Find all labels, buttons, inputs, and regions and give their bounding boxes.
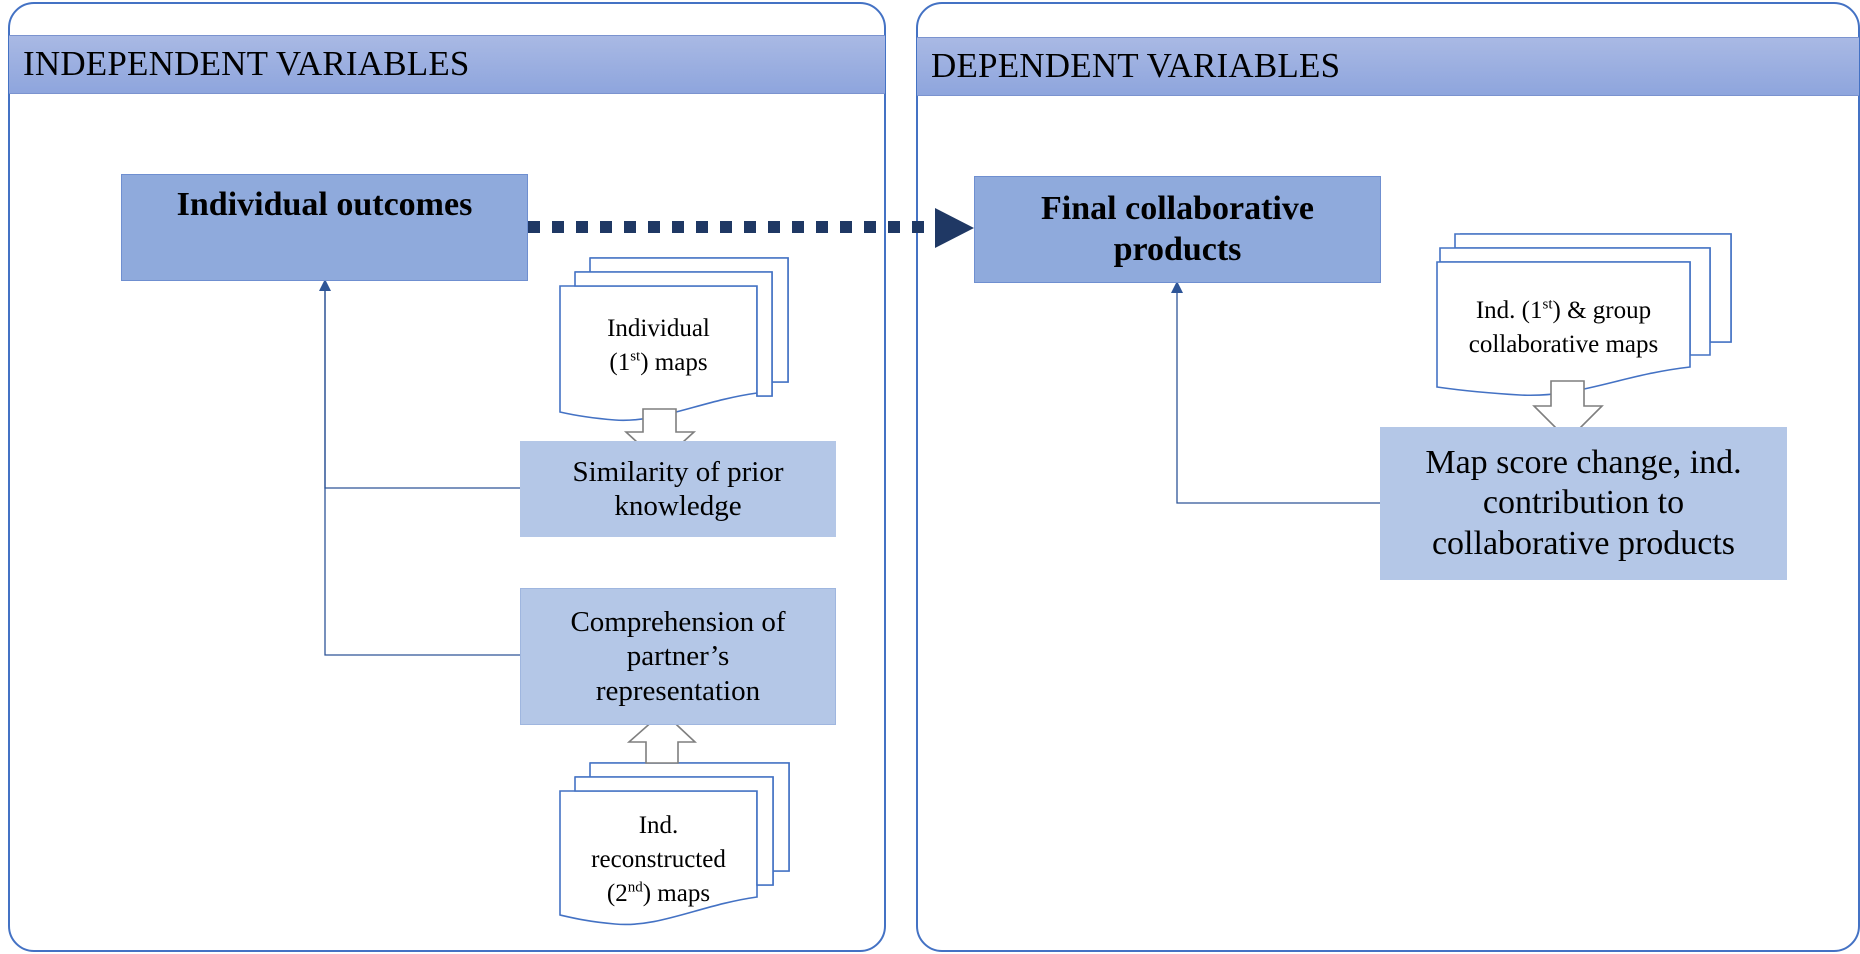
- similarity-to-outcomes-connector: [324, 290, 520, 489]
- individual-outcomes-box: Individual outcomes: [121, 174, 528, 281]
- individual-outcomes-label: Individual outcomes: [176, 186, 473, 223]
- map-score-label: Map score change, ind. contribution to c…: [1425, 444, 1742, 562]
- dependent-variables-header: DEPENDENT VARIABLES: [917, 37, 1859, 96]
- final-products-label: Final collaborative products: [1041, 190, 1314, 268]
- map-score-to-products-connector: [1176, 292, 1380, 504]
- independent-variables-title: INDEPENDENT VARIABLES: [23, 44, 470, 83]
- group-maps-line2: collaborative maps: [1468, 331, 1659, 358]
- reconstructed-maps-document-icon: [559, 762, 790, 926]
- outcomes-arrow-head: [319, 279, 331, 291]
- reconstructed-maps-line3: (2nd) maps: [606, 879, 711, 907]
- reconstructed-maps-line1: Ind.: [638, 812, 679, 840]
- independent-variables-header: INDEPENDENT VARIABLES: [9, 35, 885, 94]
- map-score-box: Map score change, ind. contribution to c…: [1380, 427, 1787, 580]
- comprehension-box: Comprehension of partner’s representatio…: [520, 588, 836, 725]
- individual-maps-line1: Individual: [607, 315, 710, 343]
- final-products-box: Final collaborative products: [974, 176, 1381, 283]
- products-arrow-head: [1171, 281, 1183, 293]
- dependent-variables-title: DEPENDENT VARIABLES: [931, 46, 1341, 85]
- individual-maps-label: Individual (1st) maps: [560, 306, 757, 386]
- dotted-arrow-head: [935, 208, 974, 248]
- up-arrow-to-comprehension: [626, 710, 698, 764]
- comprehension-to-outcomes-connector: [324, 290, 520, 656]
- comprehension-label: Comprehension of partner’s representatio…: [570, 606, 786, 707]
- group-maps-document-icon: [1436, 233, 1732, 397]
- reconstructed-maps-label: Ind. reconstructed (2nd) maps: [560, 803, 757, 917]
- similarity-box: Similarity of prior knowledge: [520, 441, 836, 537]
- down-arrow-to-map-score: [1532, 380, 1604, 442]
- group-maps-line1: Ind. (1st) & group: [1475, 296, 1652, 325]
- reconstructed-maps-line2: reconstructed: [591, 846, 726, 874]
- individual-maps-document-icon: [559, 257, 789, 422]
- individual-maps-line2: (1st) maps: [609, 348, 708, 376]
- group-maps-label: Ind. (1st) & group collaborative maps: [1437, 288, 1690, 368]
- similarity-label: Similarity of prior knowledge: [572, 455, 784, 522]
